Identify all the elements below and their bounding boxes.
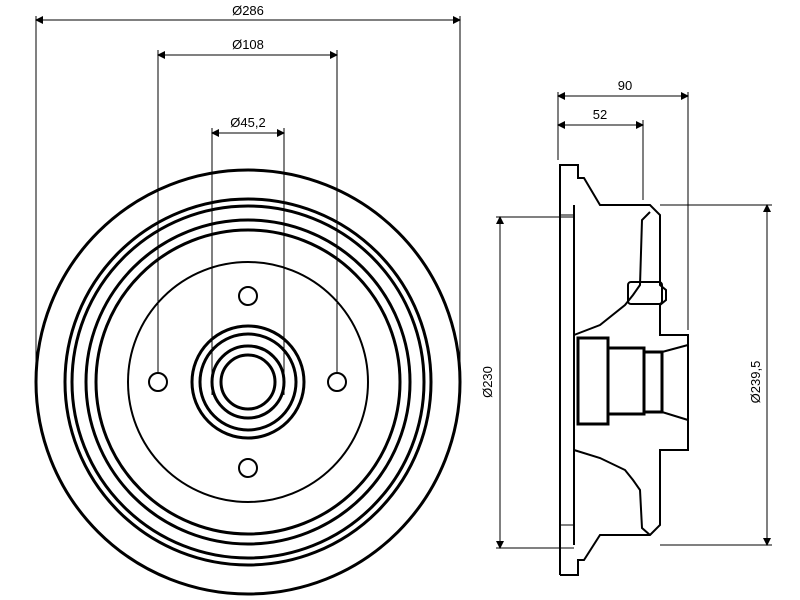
dimension-drum-max: Ø239,5 [660,204,772,546]
drum-face-ring [127,261,369,503]
hub-inner-ring [210,344,286,420]
hub-flange [642,350,664,414]
dimension-bolt-circle: Ø108 [157,37,338,372]
side-profile-bottom [560,418,689,576]
hub-bead [627,281,663,305]
dim-center-bore-label: Ø45,2 [230,115,265,130]
dimension-total-depth: 90 [557,78,689,330]
dim-hub-depth-label: 52 [593,107,607,122]
hub-ring [198,332,298,432]
dim-drum-max-label: Ø239,5 [748,361,763,404]
center-bore [219,353,277,411]
hub-bore [606,346,646,416]
dim-total-depth-label: 90 [618,78,632,93]
dimension-drum-inner: Ø230 [480,216,574,549]
dimension-hub-depth: 52 [557,107,644,200]
dim-drum-inner-label: Ø230 [480,366,495,398]
bolt-hole-bottom [238,458,258,478]
hub-outer [190,324,306,440]
drum-rim-ring-5 [94,228,402,536]
drum-rim-ring-4 [84,218,412,546]
side-profile-top [559,164,689,575]
bolt-hole-right [327,372,347,392]
web-contour [573,211,651,336]
dim-bolt-circle-label: Ø108 [232,37,264,52]
hub-block [576,336,610,426]
dimension-outer-diameter: Ø286 [35,3,461,382]
drum-rim-ring-2 [63,197,433,567]
bolt-hole-top [238,286,258,306]
bolt-hole-left [148,372,168,392]
drum-rim-ring-3 [70,204,426,560]
front-view: Ø286 Ø108 Ø45,2 [34,3,462,596]
dimension-center-bore: Ø45,2 [211,115,285,395]
dim-outer-label: Ø286 [232,3,264,18]
drum-outer-rim [34,168,462,596]
side-view: 90 52 Ø230 Ø239,5 [480,78,772,576]
